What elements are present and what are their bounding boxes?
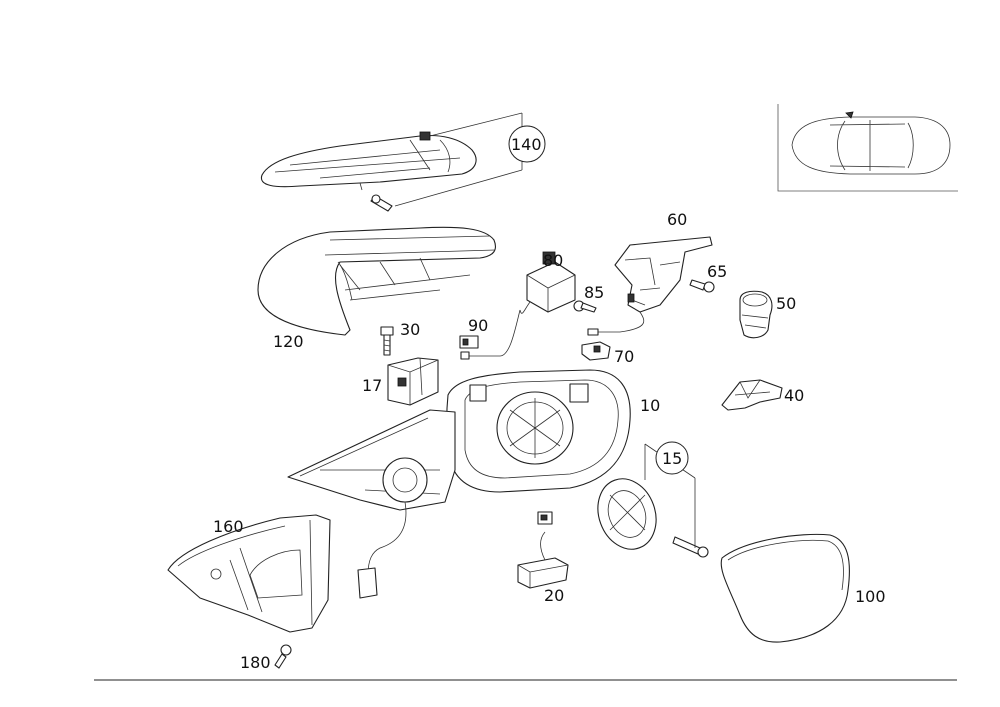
part-70-connector[interactable] [581,341,611,361]
part-90-connector[interactable] [459,309,521,360]
part-85-screw[interactable] [573,300,597,313]
part-10-mirror-housing[interactable] [446,369,631,493]
part-40-bracket[interactable] [721,379,783,411]
callout-label-120: 120 [273,332,304,351]
callout-label-90: 90 [468,316,488,335]
part-15-glass-drive[interactable] [588,471,709,558]
part-50-motor[interactable] [739,290,773,339]
callout-label-60: 60 [667,210,687,229]
part-160-base-cover[interactable] [167,514,331,633]
part-80-control-module[interactable] [519,251,576,314]
callout-label-180: 180 [240,653,271,672]
callout-label-15: 15 [662,449,682,468]
callout-circle-15 [655,441,689,475]
callout-label-100: 100 [855,587,886,606]
part-60-bracket[interactable] [587,236,713,336]
callout-label-10: 10 [640,396,660,415]
part-30-screw[interactable] [380,326,394,356]
callout-label-65: 65 [707,262,727,281]
vehicle-locator-inset [777,104,958,192]
callout-label-20: 20 [544,586,564,605]
callout-label-160: 160 [213,517,244,536]
part-20-module[interactable] [517,511,569,589]
callout-label-17: 17 [362,376,382,395]
callout-label-140: 140 [511,135,542,154]
callout-label-40: 40 [784,386,804,405]
callout-label-85: 85 [584,283,604,302]
part-65-screw[interactable] [689,279,715,293]
part-180-screw[interactable] [274,644,292,669]
part-120-mirror-housing-cover[interactable] [257,226,497,336]
callout-circle-140 [508,125,546,163]
callout-label-80: 80 [543,251,563,270]
callout-label-70: 70 [614,347,634,366]
car-top-view-icon [791,111,951,175]
callout-label-50: 50 [776,294,796,313]
leader-140 [394,169,523,207]
mirror-mount-arm [287,409,456,599]
part-100-mirror-glass[interactable] [720,533,850,643]
part-140-turn-signal-lamp[interactable] [260,131,477,212]
part-17-actuator[interactable] [387,357,439,406]
callout-label-30: 30 [400,320,420,339]
